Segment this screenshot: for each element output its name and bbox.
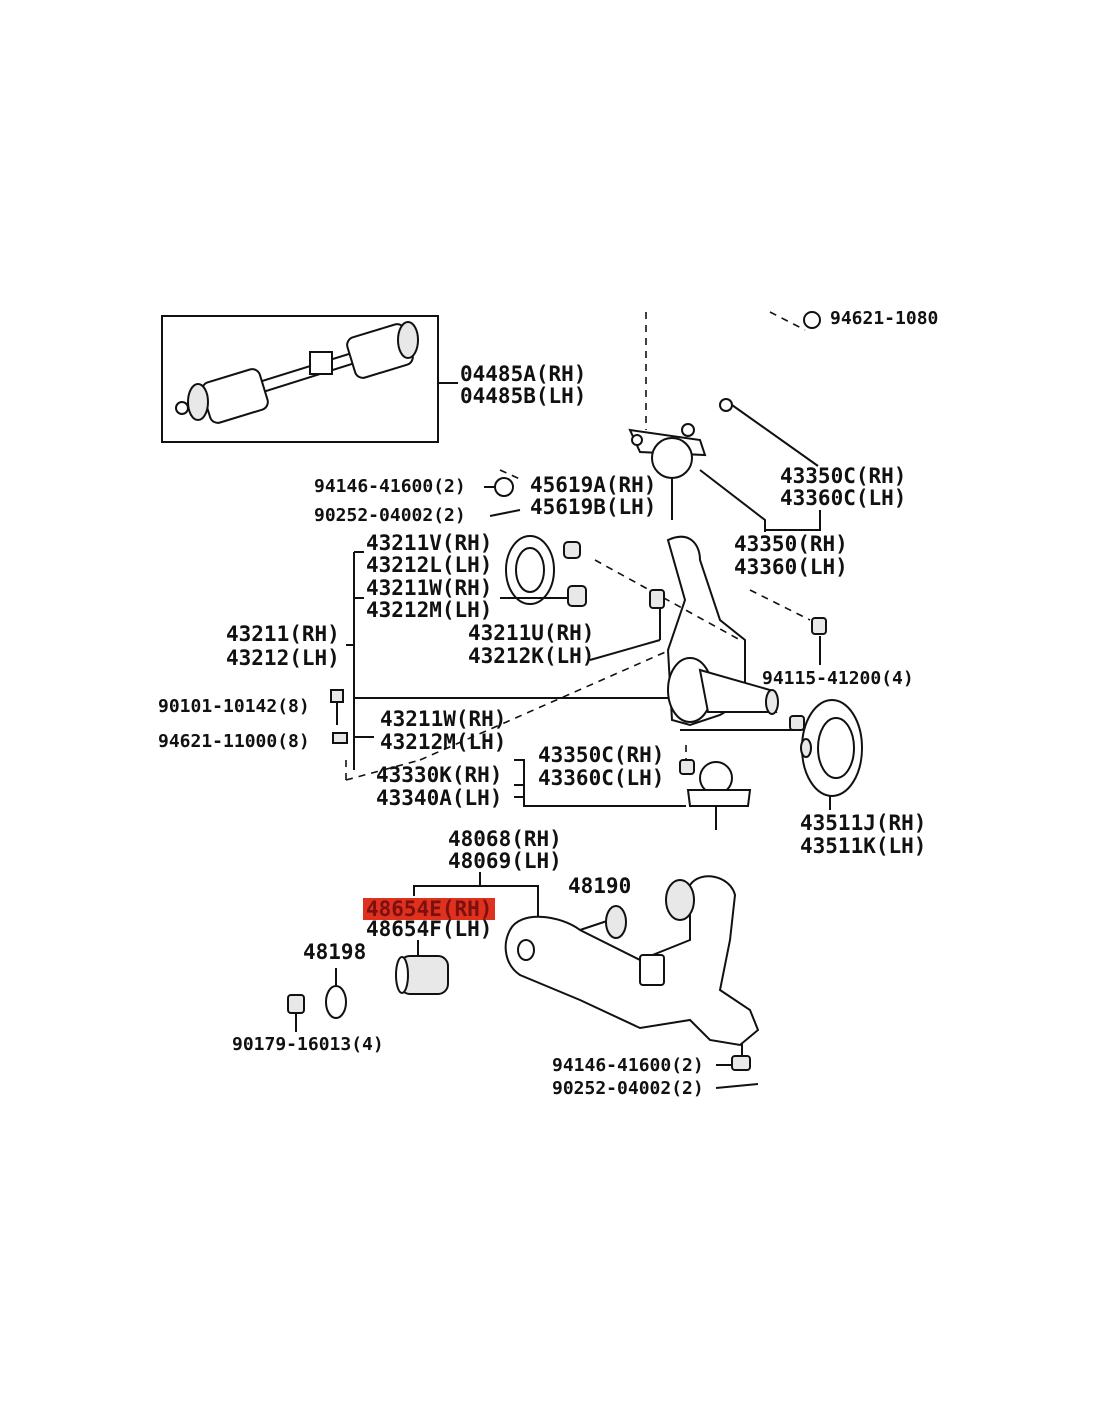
lower-control-arm-illustration: [504, 875, 760, 1047]
part-43212: 43212(LH): [226, 646, 340, 670]
part-43350C-top: 43350C(RH): [780, 464, 907, 488]
hub-disc-illustration: [800, 699, 863, 797]
part-43212K: 43212K(LH): [468, 644, 595, 668]
part-43360: 43360(LH): [734, 555, 848, 579]
lower-ball-joint-illustration: [679, 759, 752, 830]
part-43211W-b: 43211W(RH): [380, 707, 507, 731]
seal-illustration: [505, 535, 555, 605]
inset-frame: [161, 315, 439, 443]
part-43350C-bot: 43350C(RH): [538, 743, 665, 767]
part-43360C-top: 43360C(LH): [780, 486, 907, 510]
part-43212M-a: 43212M(LH): [366, 598, 493, 622]
part-48654F: 48654F(LH): [366, 917, 493, 941]
part-48654E-highlighted[interactable]: 48654E(RH): [363, 898, 496, 920]
part-90179: 90179-16013(4): [232, 1034, 384, 1055]
upper-ball-joint-illustration: [628, 311, 821, 520]
part-43212M-b: 43212M(LH): [380, 730, 507, 754]
part-04485A: 04485A(RH): [460, 362, 587, 386]
part-94146-top: 94146-41600(2): [314, 476, 466, 497]
part-90101: 90101-10142(8): [158, 696, 310, 717]
part-94146-bot: 94146-41600(2): [552, 1055, 704, 1076]
part-43350: 43350(RH): [734, 532, 848, 556]
part-94621-1080: 94621-1080: [830, 308, 939, 329]
part-04485B: 04485B(LH): [460, 384, 587, 408]
part-48198: 48198: [303, 940, 367, 964]
part-45619B: 45619B(LH): [530, 495, 657, 519]
part-48069: 48069(LH): [448, 849, 562, 873]
part-43212L: 43212L(LH): [366, 553, 493, 577]
part-48190: 48190: [568, 874, 632, 898]
part-94621-11000: 94621-11000(8): [158, 731, 310, 752]
part-43360C-bot: 43360C(LH): [538, 766, 665, 790]
part-94115: 94115-41200(4): [762, 668, 914, 689]
part-45619A: 45619A(RH): [530, 473, 657, 497]
part-90252-top: 90252-04002(2): [314, 505, 466, 526]
part-43211U: 43211U(RH): [468, 621, 595, 645]
part-43330K: 43330K(RH): [376, 763, 503, 787]
shaft-assembly-illustration: [175, 321, 419, 424]
part-43511J: 43511J(RH): [800, 811, 927, 835]
part-48068: 48068(RH): [448, 827, 562, 851]
part-43340A: 43340A(LH): [376, 786, 503, 810]
part-90252-bot: 90252-04002(2): [552, 1078, 704, 1099]
part-43511K: 43511K(LH): [800, 834, 927, 858]
part-43211: 43211(RH): [226, 622, 340, 646]
part-43211V: 43211V(RH): [366, 531, 493, 555]
steering-knuckle-illustration: [666, 535, 805, 731]
part-43211W-a: 43211W(RH): [366, 576, 493, 600]
